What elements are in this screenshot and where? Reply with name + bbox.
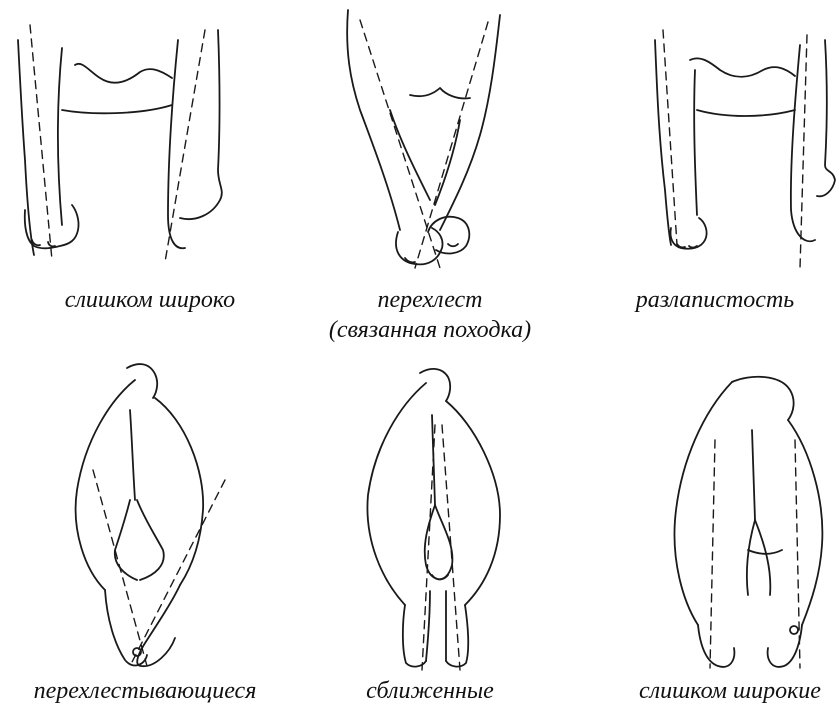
caption-rear-close: сближенные [300, 676, 560, 706]
caption-line: (связанная походка) [280, 315, 580, 345]
caption-rear-crossing: перехлестывающиеся [0, 676, 290, 706]
rear-legs-crossing-illustration [75, 360, 240, 670]
caption-line: перехлестывающиеся [0, 676, 290, 706]
front-legs-too-wide-illustration [0, 0, 240, 265]
caption-line: разлапистость [590, 285, 840, 315]
front-legs-splayed-illustration [635, 0, 840, 275]
caption-rear-too-wide: слишком широкие [620, 676, 840, 706]
caption-line: сближенные [300, 676, 560, 706]
caption-front-crossing: перехлест (связанная походка) [280, 285, 580, 345]
caption-line: перехлест [280, 285, 580, 315]
caption-front-splayed: разлапистость [590, 285, 840, 315]
caption-front-too-wide: слишком широко [0, 285, 300, 315]
caption-line: слишком широко [0, 285, 300, 315]
rear-legs-close-illustration [360, 365, 530, 670]
front-legs-crossing-illustration [320, 0, 540, 275]
rear-legs-too-wide-illustration [670, 370, 840, 670]
caption-line: слишком широкие [620, 676, 840, 706]
